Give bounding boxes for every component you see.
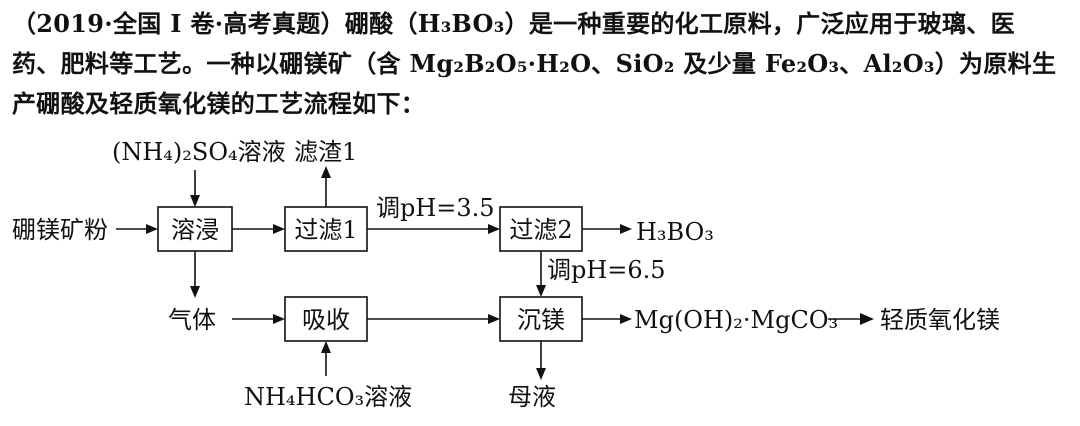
precip-label: 沉镁 <box>517 306 565 334</box>
arrowhead-right <box>620 224 632 234</box>
arrowhead-down <box>536 368 546 380</box>
gas-label: 气体 <box>168 306 216 334</box>
arrowhead-down <box>190 286 200 298</box>
arrowhead-right <box>860 313 874 325</box>
arrowhead-right <box>620 314 632 324</box>
arrowhead-right <box>273 224 285 234</box>
ore-powder-label: 硼镁矿粉 <box>12 216 108 244</box>
light-mgo-label: 轻质氧化镁 <box>880 306 1000 334</box>
arrowhead-down <box>536 285 546 297</box>
filter1-label: 过滤1 <box>294 216 357 244</box>
leach-label: 溶浸 <box>171 216 219 244</box>
problem-intro: （2019·全国 I 卷·高考真题）硼酸（H₃BO₃）是一种重要的化工原料，广泛… <box>12 4 1072 124</box>
intro-line-1: （2019·全国 I 卷·高考真题）硼酸（H₃BO₃）是一种重要的化工原料，广泛… <box>12 9 1015 38</box>
arrowhead-up <box>321 166 331 178</box>
arrowhead-right <box>273 314 285 324</box>
filter2-label: 过滤2 <box>509 216 572 244</box>
mother-liquor-label: 母液 <box>508 383 556 411</box>
residue1-label: 滤渣1 <box>294 138 357 166</box>
arrowhead-right <box>146 224 158 234</box>
arrowhead-down <box>190 195 200 207</box>
absorb-label: 吸收 <box>302 306 350 334</box>
ammonium-sulfate-label: (NH₄)₂SO₄溶液 <box>112 138 286 166</box>
mg-product-label: Mg(OH)₂·MgCO₃ <box>634 306 838 334</box>
ph-3-5-label: 调pH=3.5 <box>376 194 495 222</box>
h3bo3-label: H₃BO₃ <box>636 218 714 246</box>
intro-line-2: 药、肥料等工艺。一种以硼镁矿（含 Mg₂B₂O₅·H₂O、SiO₂ 及少量 Fe… <box>12 49 1057 78</box>
arrowhead-up <box>321 341 331 353</box>
intro-line-3: 产硼酸及轻质氧化镁的工艺流程如下： <box>12 89 426 118</box>
ph-6-5-label: 调pH=6.5 <box>547 256 666 284</box>
arrowhead-right <box>488 224 500 234</box>
nh4hco3-label: NH₄HCO₃溶液 <box>244 383 412 411</box>
arrowhead-right <box>488 314 500 324</box>
